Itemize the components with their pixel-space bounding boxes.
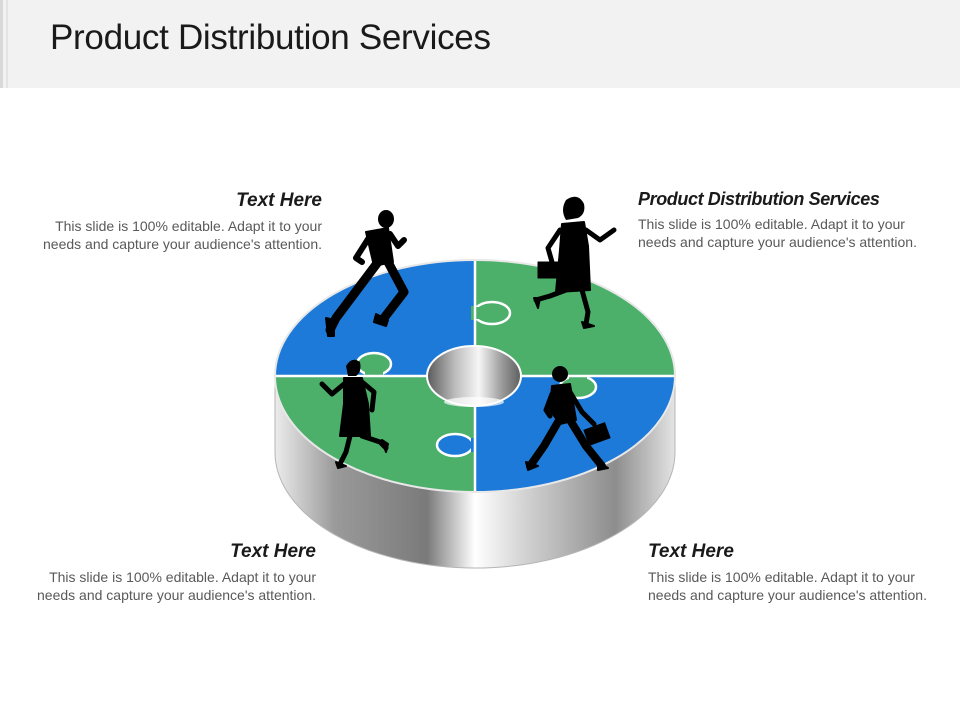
- title-bar: Product Distribution Services: [0, 0, 960, 88]
- title-bar-edge: [0, 0, 3, 88]
- block-body: This slide is 100% editable. Adapt it to…: [37, 569, 316, 603]
- block-heading: Product Distribution Services: [638, 189, 880, 209]
- hole-highlight: [444, 397, 504, 407]
- text-block-bottom-left: Text Here This slide is 100% editable. A…: [26, 541, 316, 604]
- woman-with-briefcase-silhouette: [533, 196, 617, 329]
- block-heading: Text Here: [236, 190, 322, 211]
- slide-title: Product Distribution Services: [50, 18, 491, 57]
- running-man-silhouette: [325, 210, 409, 337]
- block-body: This slide is 100% editable. Adapt it to…: [638, 216, 917, 250]
- block-body: This slide is 100% editable. Adapt it to…: [43, 218, 322, 252]
- block-body: This slide is 100% editable. Adapt it to…: [648, 569, 927, 603]
- text-block-top-right: Product Distribution Services This slide…: [638, 189, 928, 251]
- ring-rim: [274, 259, 676, 493]
- running-woman-silhouette: [319, 359, 389, 469]
- text-block-bottom-right: Text Here This slide is 100% editable. A…: [648, 541, 938, 604]
- title-bar-edge: [6, 0, 8, 88]
- block-heading: Text Here: [648, 541, 734, 562]
- text-block-top-left: Text Here This slide is 100% editable. A…: [32, 190, 322, 253]
- block-heading: Text Here: [230, 541, 316, 562]
- man-with-briefcase-silhouette: [525, 366, 611, 471]
